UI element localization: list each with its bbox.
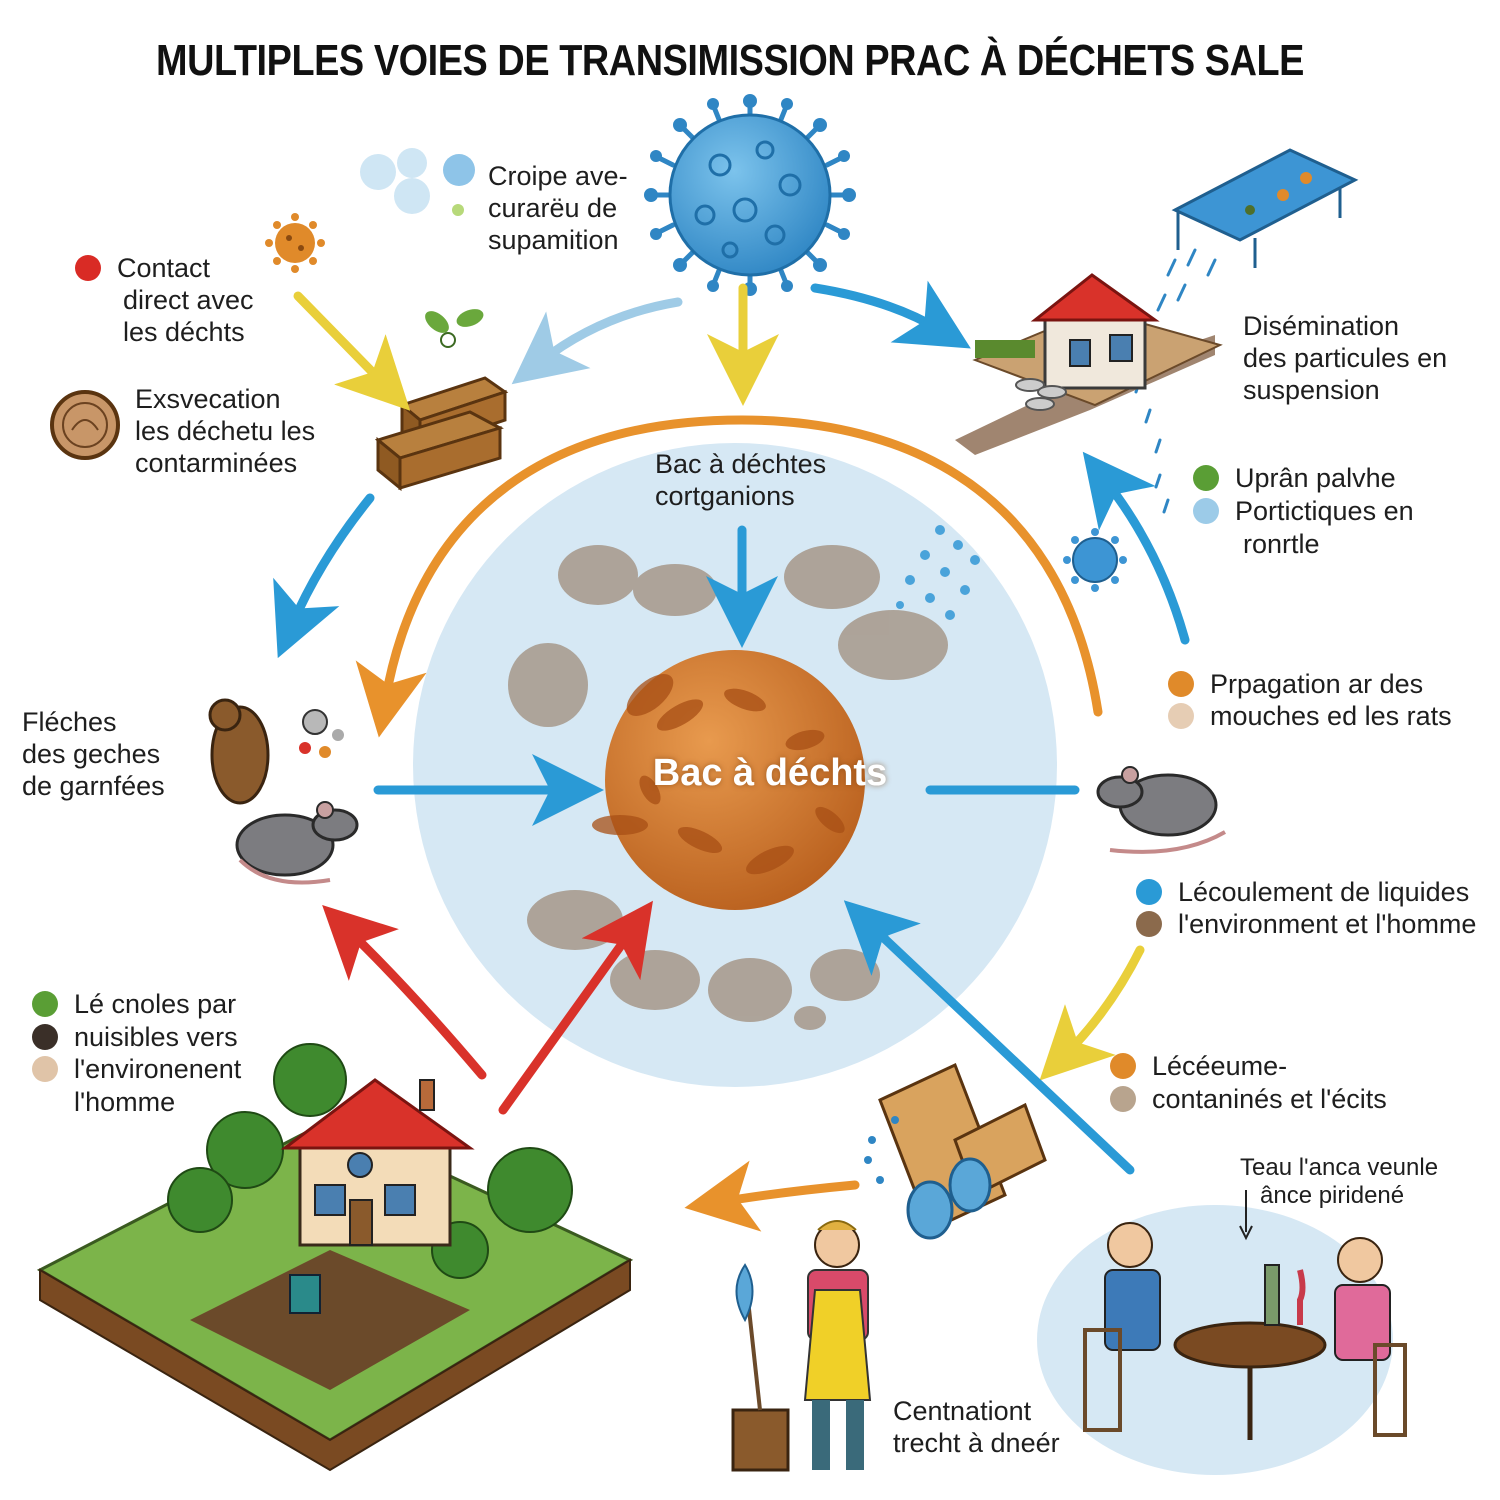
green-dot-icon (1193, 465, 1219, 491)
garden-scene (36, 1043, 634, 1472)
label-right-mid-2: mouches ed les rats (1168, 700, 1452, 732)
label-bottom-left-2: nuisibles vers (32, 1021, 238, 1053)
page-title: MULTIPLES VOIES DE TRANSIMISSION PRAC À … (156, 36, 1304, 85)
blue-virus-small (1063, 528, 1127, 592)
label-right-bottom-1: Lécéeume- (1110, 1050, 1287, 1082)
small-virus-icon (265, 213, 325, 273)
blue-dot-icon (1136, 879, 1162, 905)
yellow-arrow-top-left (293, 291, 411, 411)
gray-mouse-right (1096, 766, 1226, 854)
blue-arrow-right-up (1082, 451, 1190, 645)
label-right-upper-2: Portictiques en (1193, 495, 1414, 527)
orange-dot-icon-2 (1110, 1053, 1136, 1079)
house-top-right (955, 273, 1223, 455)
label-bottom-center: Centnationt trecht à dneér (893, 1396, 1060, 1458)
center-label: Bac à déchts (652, 752, 888, 794)
canopy (1171, 148, 1359, 268)
yellow-arrow-right-lower (1039, 945, 1145, 1081)
label-right-lower-2: l'environment et l'homme (1136, 908, 1476, 940)
label-left-mid: Fléches des geches de garnfées (22, 707, 165, 801)
light-tan-dot-icon (32, 1056, 58, 1082)
label-inner: Bac à déchtes cortganions (655, 449, 827, 511)
light-blue-arrow-top (511, 297, 683, 385)
label-right-mid-1: Prpagation ar des (1168, 668, 1423, 700)
tan-dot-icon (1110, 1086, 1136, 1112)
label-right-lower-1: Lécoulement de liquides (1136, 876, 1469, 908)
label-right-top: Disémination des particules en suspensio… (1243, 311, 1448, 405)
blue-arrow-top-right (810, 280, 971, 349)
virus-illustration (644, 94, 856, 296)
red-dot-icon (75, 255, 101, 281)
red-arrow-bottom-center (498, 900, 653, 1115)
leaking-pipes (864, 1062, 1047, 1240)
orange-arc (355, 415, 1103, 738)
label-right-upper-1: Uprân palvhe (1193, 462, 1396, 494)
beige-dot-icon (1168, 703, 1194, 729)
dining-scene (1037, 1205, 1407, 1475)
brown-rat (208, 698, 270, 805)
label-dining: Teau l'anca veunle ânce piridené (1240, 1154, 1439, 1209)
red-arrow-bottom-left (322, 904, 487, 1080)
label-bottom-left-1: Lé cnoles par (32, 988, 236, 1020)
brown-dot-icon (1136, 911, 1162, 937)
rain (1134, 248, 1217, 514)
label-right-bottom-2: contaninés et l'écits (1110, 1083, 1387, 1115)
label-left-upper: Exsvecation les déchetu les contarminées (135, 384, 316, 478)
light-blue-dot-icon (1193, 498, 1219, 524)
bubbles (360, 148, 475, 216)
green-dot-icon-2 (32, 991, 58, 1017)
droplets (896, 525, 980, 620)
label-contact-direct-rest: direct avec les déchts (123, 285, 254, 347)
person-apron (731, 1220, 872, 1472)
blue-arrow-left-upper (273, 493, 375, 659)
label-right-upper-3: ronrtle (1243, 529, 1320, 559)
label-top: Croipe ave- curarёu de supamition (488, 161, 628, 255)
label-contact-direct: Contact (75, 252, 210, 284)
sphere-texture (592, 674, 845, 875)
waste-blocks (374, 376, 509, 492)
orange-arrow-bottom (684, 1160, 860, 1232)
blue-arrow-bottom-right (843, 900, 1135, 1175)
label-bottom-left-4: l'homme (74, 1087, 176, 1117)
dark-dot-icon (32, 1024, 58, 1050)
orange-dot-icon (1168, 671, 1194, 697)
germ-cluster (299, 709, 344, 758)
gray-mouse-left (235, 801, 359, 885)
label-bottom-left-3: l'environenent (32, 1053, 241, 1085)
leaf-icon (425, 309, 484, 348)
contaminated-coin-icon (50, 390, 120, 460)
